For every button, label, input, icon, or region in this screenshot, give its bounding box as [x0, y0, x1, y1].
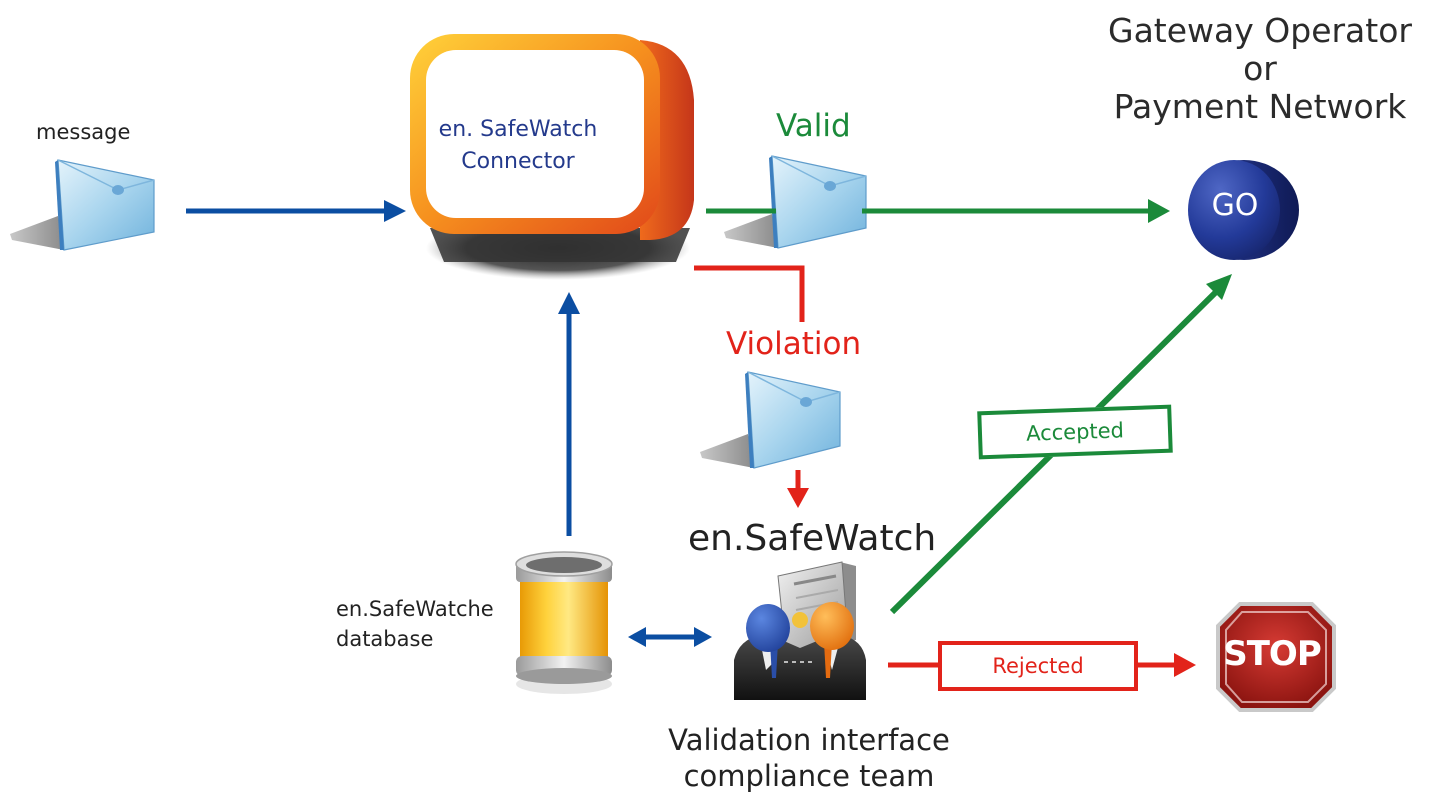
violation-path-line [694, 265, 805, 322]
compliance-team-label: Validation interface compliance team [654, 722, 964, 794]
gateway-title-line2: or [1243, 49, 1277, 88]
database-team-double-arrow [628, 627, 712, 647]
compliance-team-label-line1: Validation interface [668, 723, 950, 757]
stop-sign-label: STOP [1223, 634, 1322, 674]
violation-to-safewatch-arrow [787, 470, 809, 508]
gateway-title-line1: Gateway Operator [1108, 11, 1412, 50]
gateway-title: Gateway Operator or Payment Network [1090, 12, 1430, 126]
gateway-title-line3: Payment Network [1113, 87, 1407, 126]
valid-envelope-icon [724, 155, 867, 249]
connector-box-icon [410, 34, 694, 280]
valid-label: Valid [776, 108, 851, 144]
database-to-connector-arrow [558, 292, 580, 536]
connector-label-line2: Connector [461, 149, 575, 174]
database-label-line2: database [336, 627, 434, 651]
message-label: message [36, 120, 131, 144]
rejected-label: Rejected [938, 641, 1138, 691]
message-to-connector-arrow [186, 200, 406, 222]
violation-envelope-icon [700, 371, 841, 469]
stop-sign-icon [1216, 602, 1336, 712]
database-label: en.SafeWatche database [336, 594, 494, 654]
compliance-team-label-line2: compliance team [683, 759, 935, 793]
violation-label: Violation [726, 326, 862, 362]
database-icon [515, 551, 613, 694]
accepted-label: Accepted [977, 404, 1173, 460]
connector-label: en. SafeWatch Connector [418, 114, 618, 178]
go-badge-label: GO [1211, 188, 1259, 223]
connector-label-line1: en. SafeWatch [438, 117, 598, 142]
database-label-line1: en.SafeWatche [336, 597, 494, 621]
compliance-team-icon [734, 561, 866, 700]
go-badge-icon [1188, 160, 1299, 260]
safewatch-title: en.SafeWatch [688, 518, 937, 559]
connector-to-gateway-arrow [706, 199, 1170, 223]
message-envelope-icon [10, 159, 155, 251]
